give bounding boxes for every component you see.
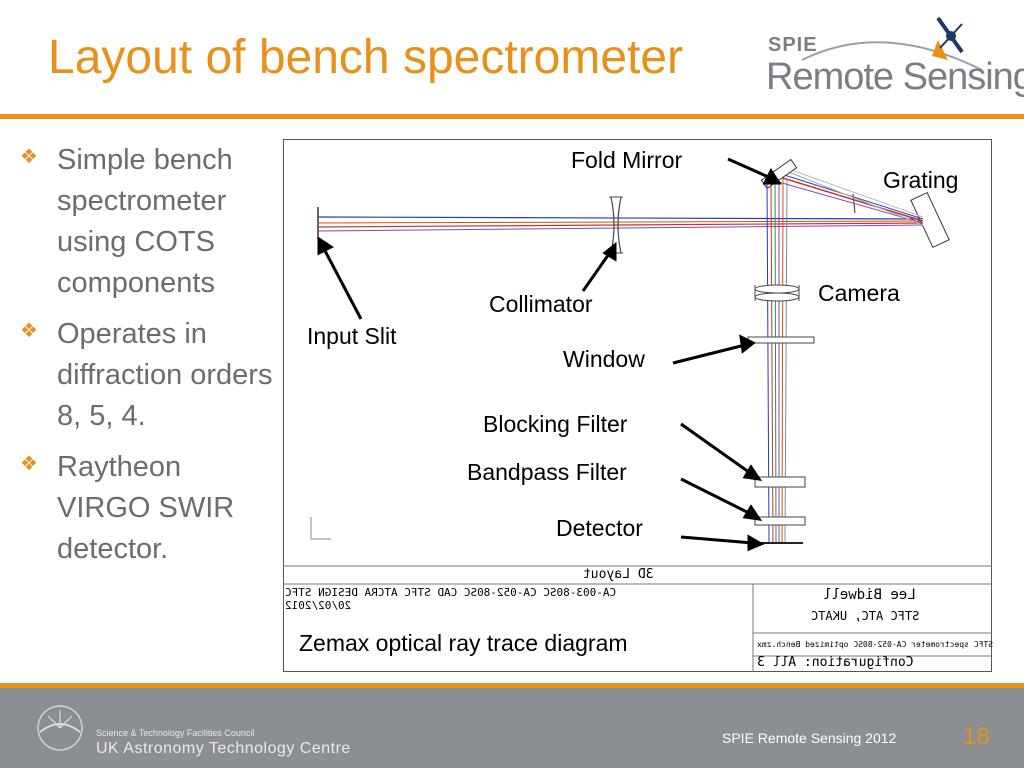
callout-arrows (317, 157, 782, 552)
slide-title: Layout of bench spectrometer (48, 31, 684, 84)
spie-logo: SPIE Remote Sensing (762, 10, 1024, 110)
bullet-text: Raytheon VIRGO SWIR detector. (57, 451, 235, 565)
bullet-item: ❖ Operates in diffraction orders 8, 5, 4… (20, 314, 280, 437)
logo-remote-sensing-text: Remote Sensing (766, 56, 1024, 98)
label-fold-mirror: Fold Mirror (571, 147, 683, 173)
dispersed-beam (767, 166, 924, 226)
label-window: Window (563, 346, 645, 372)
ukatc-logo-icon (37, 705, 83, 751)
diamond-bullet-icon: ❖ (20, 451, 38, 475)
page-number: 18 (963, 723, 990, 750)
label-bandpass-filter: Bandpass Filter (467, 459, 627, 485)
title-block-layout: 3D Layout (583, 567, 654, 582)
label-collimator: Collimator (489, 291, 593, 317)
bullet-text: Simple bench spectrometer using COTS com… (57, 144, 233, 299)
conference-name: SPIE Remote Sensing 2012 (722, 730, 897, 746)
bullet-text: Operates in diffraction orders 8, 5, 4. (57, 318, 273, 432)
title-block-description: CA-003-80SC CA-052-80SC CAD STFC ATCRA D… (285, 586, 617, 599)
footer-divider (0, 683, 1024, 688)
label-detector: Detector (556, 515, 643, 541)
satellite-icon (801, 16, 983, 71)
horizontal-beam (317, 216, 924, 232)
camera-lens (754, 284, 800, 302)
title-block-config: Configuration: All 3 (757, 655, 914, 670)
grating-element (910, 191, 950, 249)
label-input-slit: Input Slit (307, 323, 397, 349)
axes-glyph (310, 517, 331, 540)
org-small-text: Science & Technology Facilities Council (96, 728, 255, 738)
bullet-list: ❖ Simple bench spectrometer using COTS c… (20, 140, 280, 580)
title-block-lab: STFC ATC, UKATC (811, 609, 920, 623)
label-camera: Camera (818, 280, 900, 306)
blocking-filter-element (754, 516, 806, 526)
header-divider (0, 114, 1024, 119)
org-big-text: UK Astronomy Technology Centre (96, 740, 351, 757)
logo-spie-text: SPIE (768, 34, 818, 56)
diamond-bullet-icon: ❖ (20, 144, 38, 168)
window-element (747, 336, 815, 344)
title-block-date: 20/02/2012 (285, 599, 352, 612)
label-blocking-filter: Blocking Filter (483, 411, 628, 437)
title-block-file: STFC spectrometer CA-052-80SC optimized … (757, 640, 994, 649)
title-block-author: Lee Bidwell (823, 587, 916, 603)
ray-trace-drawing (283, 139, 992, 672)
label-grating: Grating (883, 167, 959, 193)
diagram-caption: Zemax optical ray trace diagram (299, 630, 628, 656)
bullet-item: ❖ Raytheon VIRGO SWIR detector. (20, 447, 280, 570)
ray-trace-diagram: Fold Mirror Grating Camera Collimator In… (283, 139, 993, 672)
bandpass-filter-element (754, 476, 806, 488)
footer-bar (0, 688, 1024, 768)
bullet-item: ❖ Simple bench spectrometer using COTS c… (20, 140, 280, 304)
diamond-bullet-icon: ❖ (20, 318, 38, 342)
